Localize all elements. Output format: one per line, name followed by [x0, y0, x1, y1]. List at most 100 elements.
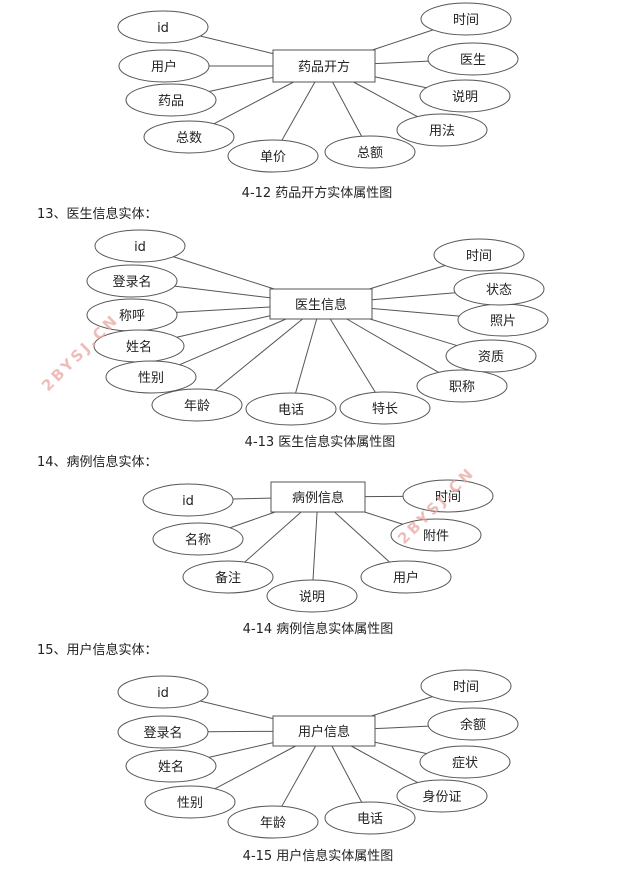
relation-line [312, 511, 318, 581]
relation-line [369, 318, 458, 347]
attribute-ellipse [142, 483, 234, 517]
relation-line [232, 497, 272, 500]
relation-line [372, 29, 434, 51]
entity-label: 病例信息 [292, 490, 344, 506]
attribute-label: 症状 [452, 756, 478, 771]
attribute-ellipse [143, 120, 235, 154]
attribute-ellipse [396, 779, 488, 813]
attribute-ellipse [390, 518, 482, 552]
entity-label: 药品开方 [298, 59, 350, 75]
relation-line [281, 81, 316, 141]
relation-line [213, 81, 294, 125]
relation-line [200, 35, 274, 55]
attribute-label: 性别 [138, 371, 164, 386]
attribute-label: 姓名 [158, 759, 184, 775]
attribute-label: 称呼 [119, 309, 145, 324]
attribute-ellipse [227, 805, 319, 839]
relation-line [331, 745, 363, 803]
attribute-label: 附件 [423, 529, 449, 544]
attribute-ellipse [396, 113, 488, 147]
relation-line [200, 700, 274, 720]
figure-caption: 4-14 病例信息实体属性图 [243, 621, 394, 637]
relation-line [173, 256, 275, 290]
relation-line [179, 318, 287, 366]
attribute-label: 年龄 [260, 816, 286, 831]
attribute-ellipse [117, 675, 209, 709]
entity-box [270, 481, 366, 513]
relation-line [208, 742, 274, 758]
relation-line [371, 307, 460, 317]
attribute-ellipse [117, 10, 209, 44]
entity-box [272, 49, 376, 83]
entity-box [269, 288, 373, 320]
attribute-label: 说明 [299, 590, 325, 605]
figure-caption: 4-13 医生信息实体属性图 [245, 434, 396, 450]
relation-line [209, 76, 274, 93]
attribute-ellipse [151, 388, 243, 422]
attribute-label: 医生 [460, 53, 486, 68]
relation-line [371, 696, 433, 717]
relation-line [369, 265, 446, 290]
attribute-label: id [134, 240, 146, 255]
attribute-ellipse [433, 238, 525, 272]
attribute-ellipse [125, 83, 217, 117]
attribute-label: 时间 [435, 490, 461, 505]
attribute-label: 电话 [357, 812, 383, 827]
attribute-label: 年龄 [184, 399, 210, 414]
attribute-ellipse [144, 785, 236, 819]
section-heading: 15、用户信息实体： [37, 642, 158, 658]
relation-line [244, 511, 302, 563]
attribute-label: id [182, 494, 194, 509]
attribute-label: 单价 [260, 150, 286, 165]
attribute-ellipse [245, 392, 337, 426]
relation-line [374, 725, 429, 730]
attribute-label: 职称 [449, 380, 475, 395]
attribute-ellipse [420, 669, 512, 703]
attribute-ellipse [86, 264, 178, 298]
attribute-ellipse [453, 272, 545, 306]
relation-line [229, 511, 276, 529]
attribute-label: 电话 [278, 403, 304, 418]
attribute-ellipse [117, 715, 209, 749]
section-heading: 13、医生信息实体： [37, 206, 158, 222]
relation-line [374, 741, 427, 755]
attribute-ellipse [419, 745, 511, 779]
attribute-label: 资质 [478, 350, 504, 365]
attribute-ellipse [427, 707, 519, 741]
attribute-ellipse [266, 579, 358, 613]
attribute-label: 余额 [460, 717, 486, 733]
attribute-ellipse [324, 135, 416, 169]
relation-line [176, 306, 271, 313]
attribute-ellipse [125, 749, 217, 783]
attribute-label: 用户 [393, 570, 419, 586]
attribute-label: 性别 [177, 796, 203, 811]
attribute-ellipse [427, 42, 519, 76]
relation-line [364, 511, 403, 525]
attribute-label: 用户 [151, 59, 177, 75]
attribute-label: 总数 [176, 131, 202, 146]
figure-caption: 4-15 用户信息实体属性图 [243, 848, 394, 864]
attribute-label: 备注 [215, 570, 241, 586]
attribute-ellipse [94, 229, 186, 263]
relation-line [350, 745, 418, 783]
relation-line [346, 318, 439, 373]
attribute-label: 时间 [453, 680, 479, 695]
attribute-label: 总额 [357, 146, 383, 161]
relation-line [334, 511, 390, 563]
relation-line [295, 318, 318, 394]
attribute-ellipse [360, 560, 452, 594]
attribute-label: id [157, 21, 169, 36]
section-heading: 14、病例信息实体： [37, 454, 158, 470]
attribute-label: 说明 [452, 90, 478, 105]
attribute-ellipse [324, 801, 416, 835]
attribute-ellipse [152, 522, 244, 556]
attribute-ellipse [118, 49, 210, 83]
entity-label: 用户信息 [298, 724, 350, 740]
attribute-label: 用法 [429, 124, 455, 139]
relation-line [374, 76, 427, 89]
attribute-label: 特长 [372, 402, 398, 417]
figure-caption: 4-12 药品开方实体属性图 [242, 185, 393, 201]
attribute-ellipse [105, 360, 197, 394]
relation-line [353, 81, 418, 118]
